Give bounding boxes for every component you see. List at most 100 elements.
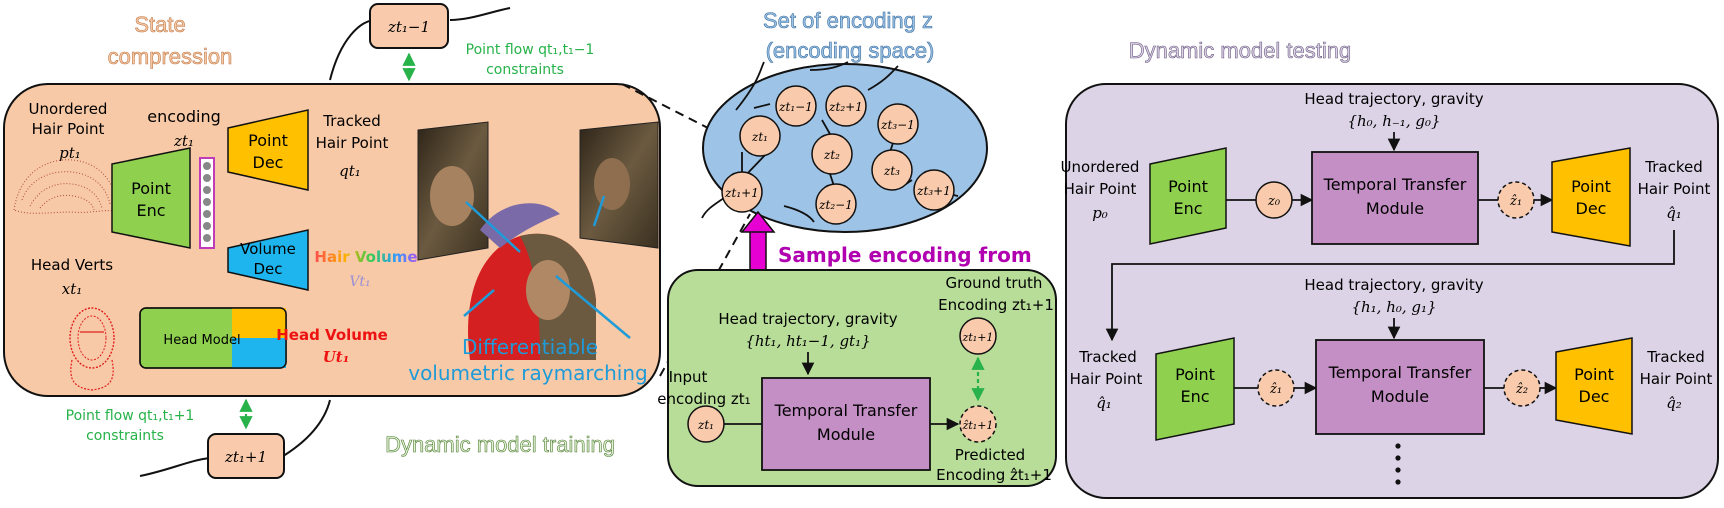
head-volume-label: Head Volume (276, 326, 388, 344)
node-z-t1-plus1-label: zt₁+1 (224, 448, 267, 466)
training-input-line2: encoding zt₁ (657, 390, 750, 408)
row2-dec-line2: Dec (1579, 387, 1610, 406)
enc-node-label-7: zt₁+1 (724, 186, 759, 200)
row1-left-line1: Unordered (1061, 158, 1140, 176)
row2-module-line1: Temporal Transfer (1328, 363, 1472, 382)
row2-head-line1: Head trajectory, gravity (1304, 276, 1483, 294)
enc-node-label-2: zt₂+1 (828, 100, 863, 114)
enc-node-zt3: zt₃ (871, 149, 913, 191)
ray-line-1 (465, 201, 521, 253)
training-input-node-label: zt₁ (697, 418, 714, 432)
training-gt-line2: Encoding zt₁+1 (938, 296, 1054, 314)
row1-head-line2: {h₀, h₋₁, g₀} (1347, 112, 1440, 130)
enc-node-zt1: zt₁ (739, 115, 781, 157)
row1-left-symbol: p₀ (1092, 204, 1108, 222)
enc-node-label-3: zt₁ (751, 130, 768, 144)
traj-link-4 (821, 119, 831, 135)
flow-top-line1: Point flow qt₁,t₁−1 (466, 42, 595, 58)
point-dec-block (227, 109, 309, 191)
training-head-line2: {ht₁, ht₁−1, gt₁} (745, 332, 870, 350)
training-input-line1: Input (669, 368, 708, 386)
training-module-line2: Module (817, 425, 875, 444)
head-verts-symbol: xt₁ (62, 280, 83, 298)
point-dec-line2: Dec (253, 153, 284, 172)
flow-top-line2: constraints (486, 62, 564, 78)
flow-bottom-line2: constraints (86, 428, 164, 444)
node-z-t1-plus1 (207, 433, 285, 479)
encoding-vector (199, 157, 215, 249)
training-pred-node (959, 405, 997, 443)
row2-out-node-label: ẑ₂ (1515, 382, 1528, 397)
row1-left-line2: Hair Point (1064, 180, 1137, 198)
training-pred-line1: Predicted (955, 446, 1025, 464)
row2-module-block (1315, 339, 1485, 435)
row1-module-line1: Temporal Transfer (1323, 175, 1467, 194)
enc-node-label-6: zt₃ (883, 164, 900, 178)
hair-point-cloud-image (13, 159, 119, 214)
row2-module-line2: Module (1371, 387, 1429, 406)
volume-dec-block (227, 229, 309, 291)
hair-volume-symbol: Vt₁ (349, 274, 370, 290)
point-enc-line1: Point (131, 179, 171, 198)
flow-bottom-line1: Point flow qt₁,t₁+1 (66, 408, 195, 424)
state-compression-panel: State compression zt₁−1 Point flow qt₁,t… (3, 3, 661, 479)
traj-curve-3 (867, 65, 899, 91)
row2-z-node-label: ẑ₁ (1269, 382, 1282, 397)
traj-curve-1 (735, 61, 765, 111)
row1-right-line1: Tracked (1644, 158, 1702, 176)
enc-node-zt2-minus1: zt₂−1 (815, 183, 857, 225)
row2-enc-line1: Point (1175, 365, 1215, 384)
enc-node-zt3-plus1: zt₃+1 (913, 169, 955, 211)
enc-node-zt2: zt₂ (811, 133, 853, 175)
row2-left-symbol: q̂₁ (1096, 394, 1112, 412)
training-module-line1: Temporal Transfer (774, 401, 918, 420)
enc-node-label-8: zt₂−1 (818, 198, 853, 212)
node-z-t1-minus1-label: zt₁−1 (387, 18, 430, 36)
traj-curve-5 (701, 197, 725, 219)
sample-label: Sample encoding from (778, 243, 1032, 267)
traj-link-1 (753, 103, 771, 109)
row1-dec-line1: Point (1571, 177, 1611, 196)
curve-bottom-left (139, 457, 211, 477)
curve-top-right (449, 7, 511, 21)
row1-enc-line2: Enc (1173, 199, 1202, 218)
encoding-space-title-line2: (encoding space) (766, 38, 935, 63)
row2-left-line2: Hair Point (1070, 370, 1143, 388)
enc-node-label-9: zt₃+1 (916, 184, 951, 198)
row1-dec-block (1551, 147, 1631, 247)
row1-enc-block (1149, 147, 1227, 245)
training-pred-node-label: ẑt₁+1 (962, 419, 994, 432)
tracked-line2: Hair Point (316, 134, 389, 152)
tracked-symbol: qt₁ (339, 162, 361, 180)
row1-out-node-label: ẑ₁ (1509, 194, 1522, 209)
enc-node-zt2-plus1: zt₂+1 (825, 85, 867, 127)
head-mesh-image (69, 307, 115, 391)
unordered-line1: Unordered (29, 100, 108, 118)
row2-right-line2: Hair Point (1640, 370, 1713, 388)
row1-head-line1: Head trajectory, gravity (1304, 90, 1483, 108)
row1-module-block (1311, 151, 1479, 245)
traj-curve-6 (783, 205, 815, 223)
row-connector-arrow (1105, 230, 1675, 342)
row1-right-line2: Hair Point (1638, 180, 1711, 198)
testing-title: Dynamic model testing (1129, 38, 1352, 63)
traj-curve-2 (809, 61, 849, 71)
ray-line-4 (463, 289, 495, 317)
dashed-connector-top (621, 83, 709, 129)
diff-line2: volumetric raymarching (408, 361, 648, 385)
row2-enc-line2: Enc (1180, 387, 1209, 406)
enc-node-label-1: zt₁−1 (778, 100, 813, 114)
row1-right-symbol: q̂₁ (1666, 204, 1682, 222)
training-gt-node-label: zt₁+1 (962, 331, 994, 344)
curve-bottom-right (279, 399, 331, 459)
volume-dec-line2: Dec (253, 260, 282, 278)
unordered-line2: Hair Point (32, 120, 105, 138)
point-enc-block (111, 147, 191, 249)
training-module-block (761, 377, 931, 471)
enc-node-label-4: zt₂ (823, 148, 840, 162)
row2-enc-block (1155, 337, 1235, 441)
row2-dec-block (1555, 337, 1633, 435)
ray-line-3 (555, 275, 631, 339)
row1-z-node-label: z₀ (1267, 194, 1281, 209)
